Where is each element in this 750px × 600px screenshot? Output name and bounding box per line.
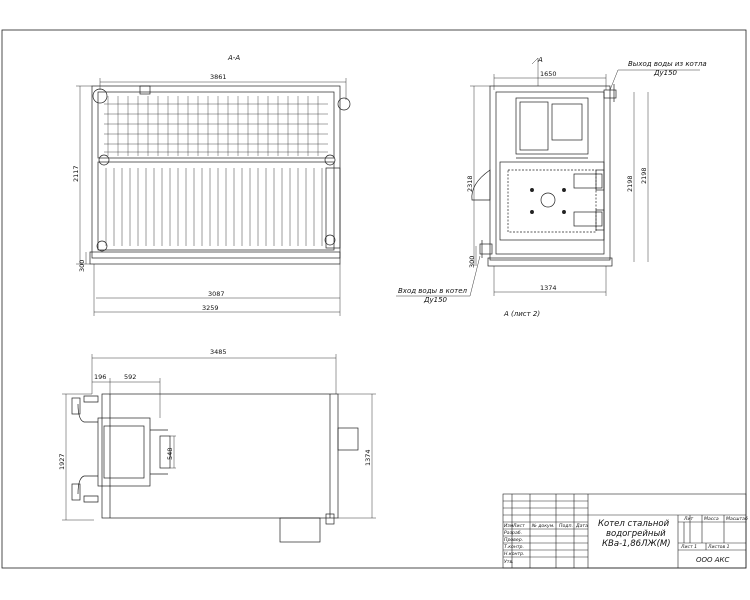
tb-org: ООО АКС [696, 556, 730, 564]
tb-row-utv: Утв. [504, 559, 514, 565]
front-dimensions [396, 57, 700, 297]
tb-row-prov: Провер. [504, 537, 523, 543]
section-label: А-А [227, 54, 240, 62]
dim-plan-b: 592 [124, 373, 136, 381]
outlet-note-dn: Ду150 [653, 69, 678, 77]
upper-door [515, 97, 589, 155]
side-section-view: А-А [72, 54, 351, 316]
plan-flue [337, 427, 359, 451]
plan-door [97, 417, 151, 487]
tb-row-izm: Изм [504, 523, 514, 529]
dim-plan-height-total: 1927 [58, 453, 66, 470]
outlet-note: Выход воды из котла [628, 60, 707, 68]
plan-left-pipe-bottom [83, 495, 99, 503]
tb-row-date: Дата [575, 523, 588, 529]
lower-tube-bank [105, 168, 323, 246]
tb-row-tkontr: Т.контр. [504, 544, 524, 550]
tb-row-nkontr: Н.контр. [504, 551, 525, 557]
front-view: А 1650 1374 2318 2198 2198 300 Выход вод… [396, 56, 707, 318]
tb-sheet: Лист 1 [680, 544, 697, 550]
dim-plan-height-right: 1374 [364, 449, 372, 466]
tb-title-line2: водогрейный [606, 529, 666, 539]
side-dimensions [76, 78, 347, 316]
tb-row-sign: Подп. [559, 523, 573, 529]
dim-front-height-base: 300 [468, 256, 476, 268]
front-body [489, 85, 611, 261]
furnace-door [499, 161, 605, 241]
dim-front-height-right-1: 2198 [626, 175, 634, 192]
tb-col-scale: Масштаб [726, 516, 748, 522]
tb-row-doc: № докум. [531, 523, 555, 529]
top-left-collector [92, 88, 108, 104]
dim-front-height-left: 2318 [466, 175, 474, 192]
plan-dimensions [62, 354, 376, 521]
dim-side-width-top: 3861 [210, 73, 227, 81]
dim-front-height-right-2: 2198 [640, 167, 648, 184]
plan-body [101, 393, 339, 519]
dim-side-height-base: 300 [78, 260, 86, 272]
dim-plan-width-total: 3485 [210, 348, 227, 356]
tb-col-lit: Лит [683, 516, 693, 522]
view-reference: А (лист 2) [503, 310, 540, 318]
tb-row-list: Лист [512, 523, 525, 529]
inlet-note-dn: Ду150 [423, 296, 448, 304]
dim-plan-door: 548 [166, 448, 174, 460]
dim-plan-a: 196 [94, 373, 106, 381]
title-block [502, 493, 747, 569]
section-arrow-label: А [537, 56, 543, 64]
boiler-body [91, 85, 341, 259]
top-right-collector [337, 97, 351, 111]
sheet-frame [1, 29, 747, 569]
tb-col-mass: Масса [704, 516, 719, 522]
inlet-note: Вход воды в котел [398, 287, 468, 295]
plan-left-pipe-top [83, 395, 99, 403]
upper-tube-bank [104, 96, 328, 156]
tb-sheets: Листов 1 [707, 544, 730, 550]
dim-front-width-base: 1374 [540, 284, 557, 292]
dim-side-height-total: 2117 [72, 165, 80, 182]
tb-title-line3: КВа-1,86ЛЖ(М) [602, 539, 671, 549]
boiler-base [89, 251, 341, 265]
plan-view: 3485 196 592 1927 1374 548 [58, 348, 376, 543]
inlet-pipe [479, 243, 493, 255]
tb-row-razrab: Разраб. [504, 530, 522, 536]
tb-title-line1: Котел стальной [598, 519, 670, 529]
burner-port [471, 169, 491, 201]
dim-side-width-total: 3259 [202, 304, 219, 312]
dim-side-width-base: 3087 [208, 290, 225, 298]
dim-front-width-top: 1650 [540, 70, 557, 78]
front-base [487, 257, 613, 267]
